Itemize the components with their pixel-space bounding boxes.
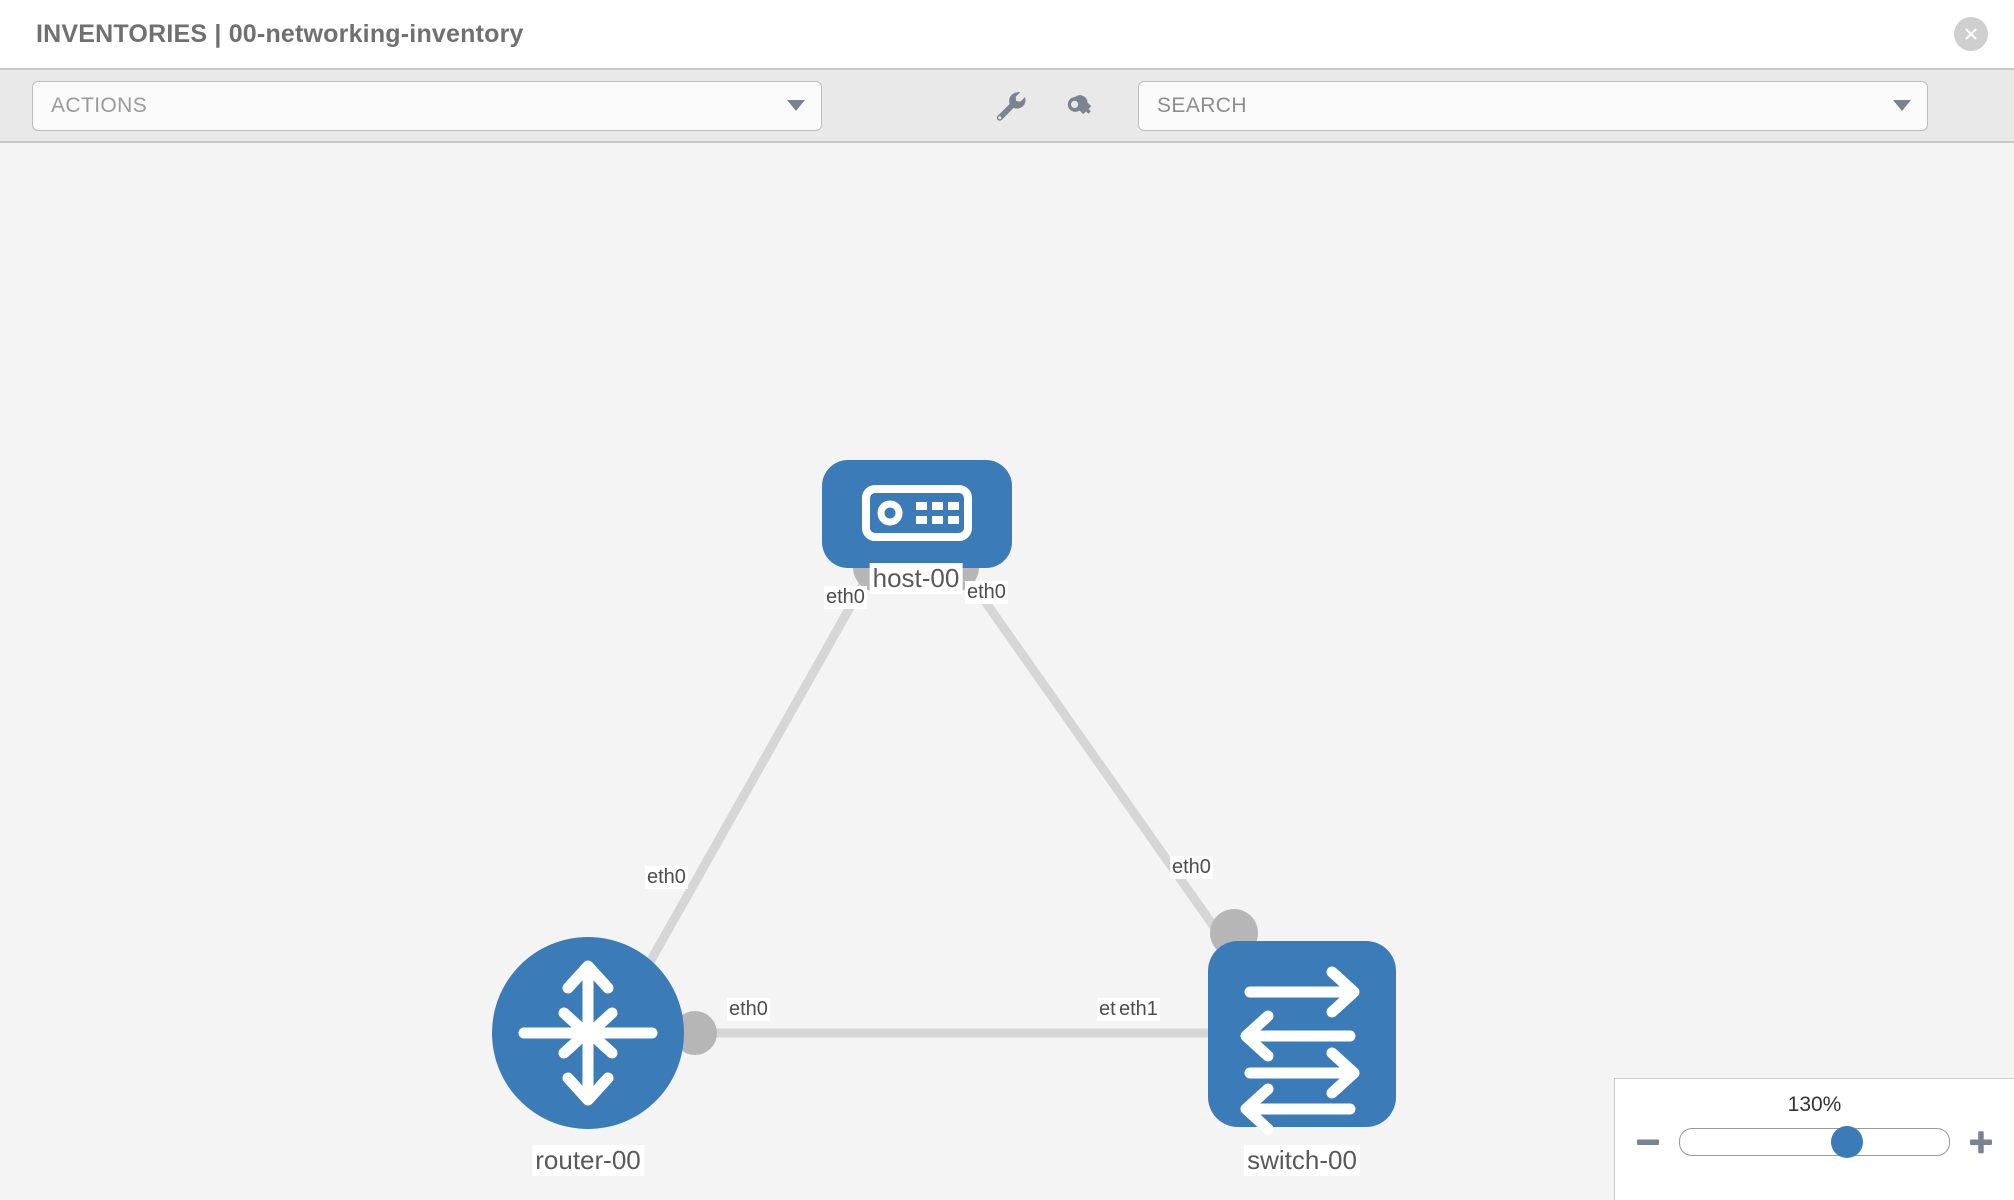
actions-dropdown-label: ACTIONS: [51, 93, 148, 117]
server-icon: [862, 485, 972, 541]
port-router00-right[interactable]: [673, 1011, 717, 1055]
key-icon[interactable]: [1060, 86, 1100, 126]
iface-label: eth0: [727, 998, 770, 1021]
topology-ports: [673, 542, 1258, 1055]
topology-canvas[interactable]: eth0 eth0 eth0 eth0 eth0 eth eth1 host-0…: [0, 143, 2014, 1200]
window-header: INVENTORIES | 00-networking-inventory: [0, 0, 2014, 68]
close-icon[interactable]: [1954, 17, 1988, 51]
wrench-icon[interactable]: [990, 86, 1030, 126]
node-label-switch-00: switch-00: [1244, 1145, 1360, 1176]
zoom-control-panel: 130%: [1614, 1078, 2014, 1200]
iface-label: eth0: [645, 866, 688, 889]
zoom-level-label: 130%: [1787, 1093, 1842, 1116]
topology-graph: [492, 460, 1396, 1135]
toolbar: ACTIONS SEARCH: [0, 68, 2014, 143]
iface-label: eth0: [965, 581, 1008, 604]
iface-label: eth1: [1117, 998, 1160, 1021]
router-arrows-icon: [518, 960, 658, 1106]
actions-dropdown[interactable]: ACTIONS: [32, 80, 822, 131]
plus-icon[interactable]: [1964, 1125, 1998, 1159]
node-host-00[interactable]: [822, 460, 1012, 568]
zoom-slider-row: [1615, 1125, 2014, 1159]
link-host00-switch00[interactable]: [954, 560, 1266, 998]
node-label-host-00: host-00: [869, 563, 963, 594]
link-host00-router00[interactable]: [624, 560, 879, 1004]
topology-links: [624, 560, 1266, 1038]
zoom-slider[interactable]: [1679, 1126, 1950, 1158]
search-input[interactable]: SEARCH: [1138, 80, 1928, 131]
slider-thumb[interactable]: [1830, 1126, 1863, 1158]
node-label-router-00: router-00: [532, 1145, 644, 1176]
toolbar-icon-group: [990, 86, 1100, 126]
search-placeholder: SEARCH: [1157, 93, 1247, 117]
chevron-down-icon[interactable]: [1893, 100, 1911, 111]
switch-arrows-icon: [1240, 966, 1360, 1135]
iface-label: eth0: [1170, 856, 1213, 879]
iface-label: eth0: [824, 586, 867, 609]
page-title: INVENTORIES | 00-networking-inventory: [36, 19, 524, 48]
node-switch-00[interactable]: [1208, 941, 1396, 1135]
minus-icon[interactable]: [1631, 1125, 1665, 1159]
chevron-down-icon: [787, 100, 805, 111]
node-router-00[interactable]: [492, 937, 684, 1129]
